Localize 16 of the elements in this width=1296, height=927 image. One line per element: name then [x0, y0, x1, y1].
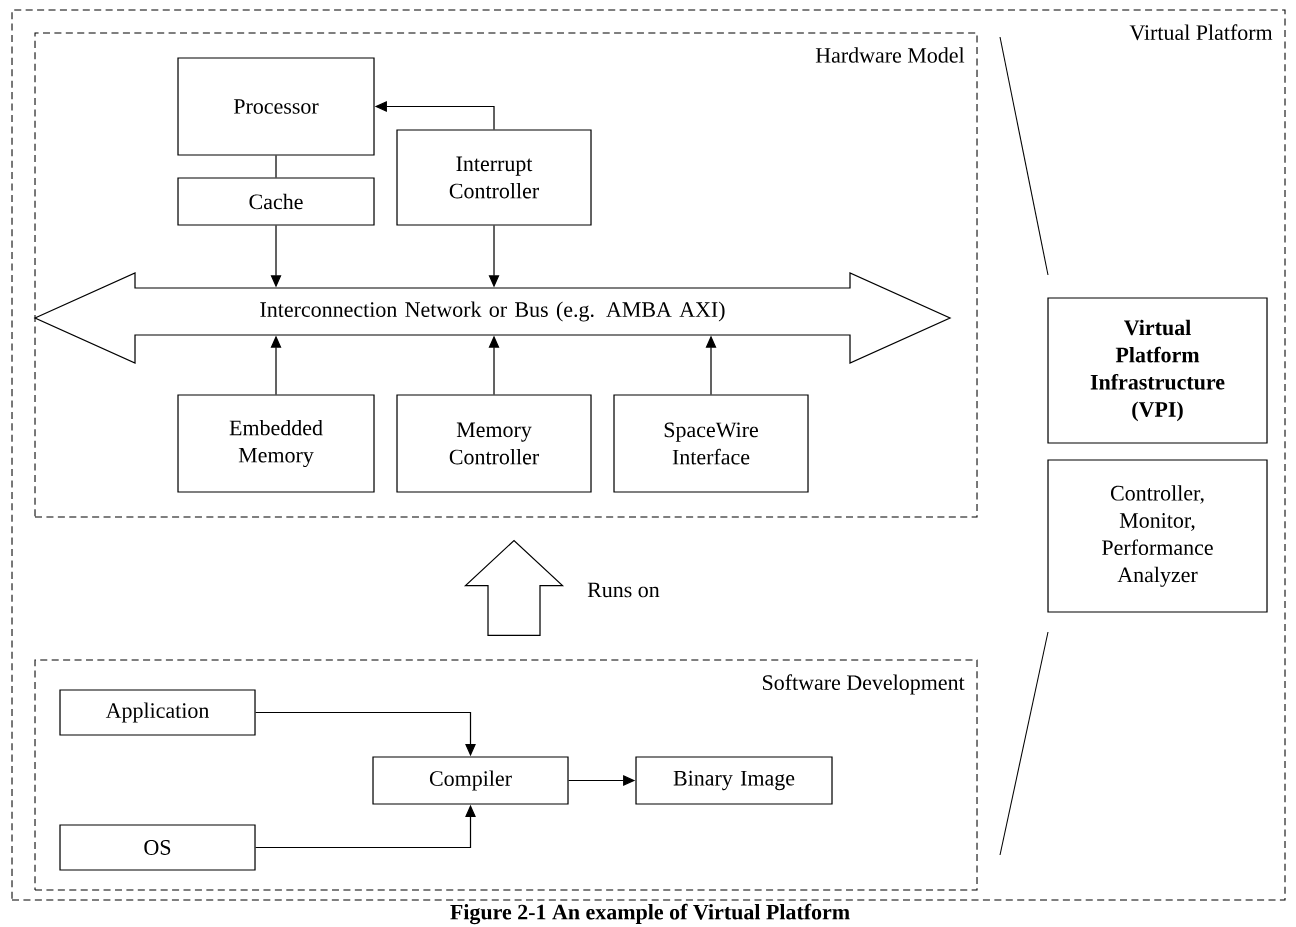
block-arrow [463, 539, 565, 637]
process-box: Compiler [372, 756, 569, 805]
process-box: Interrupt Controller [396, 129, 592, 226]
process-box: Embedded Memory [177, 394, 375, 493]
process-box: Processor [177, 57, 375, 156]
process-box: Binary Image [635, 756, 833, 805]
process-box: OS [59, 824, 256, 871]
process-box: SpaceWire Interface [613, 394, 809, 493]
process-box: Cache [177, 177, 375, 226]
process-box: Memory Controller [396, 394, 592, 493]
process-box: Virtual Platform Infrastructure (VPI) [1047, 297, 1268, 444]
edge-label: Runs on [585, 580, 662, 600]
process-box: Application [59, 689, 256, 736]
figure-caption: Figure 2-1 An example of Virtual Platform [450, 903, 850, 925]
connector-line [275, 155, 277, 178]
process-box: Controller, Monitor, Performance Analyzer [1047, 459, 1268, 613]
